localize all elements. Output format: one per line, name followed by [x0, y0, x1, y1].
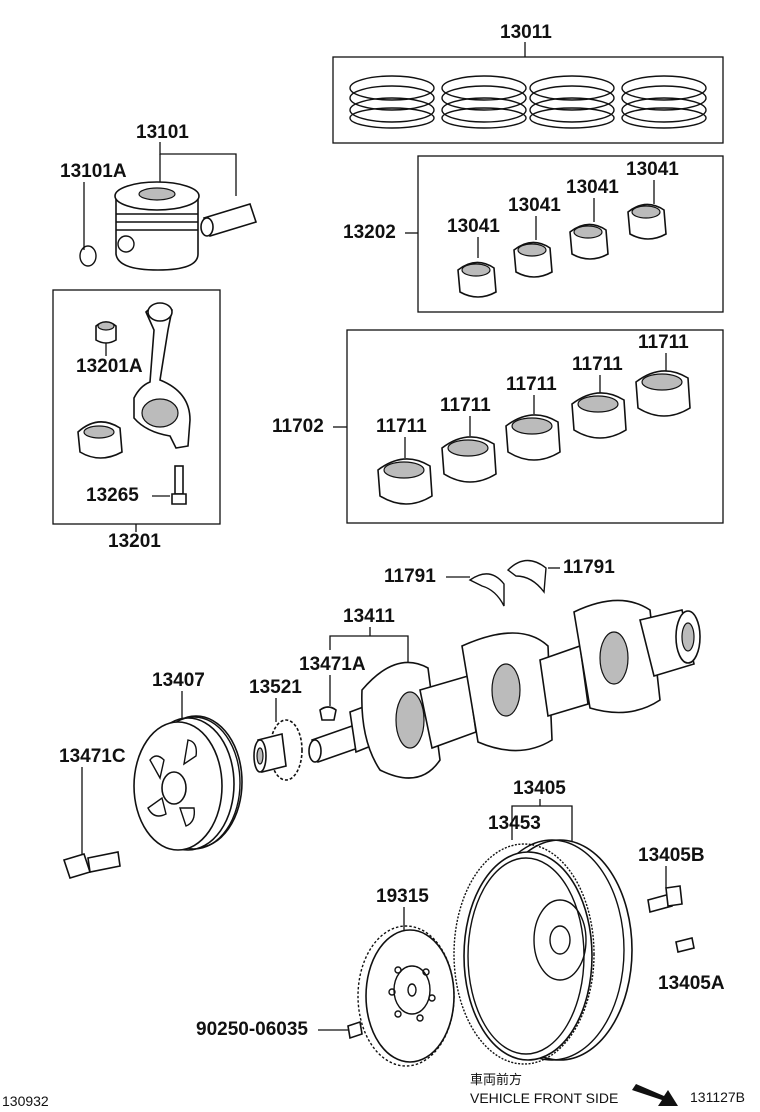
pulley-bolt — [62, 851, 121, 879]
connecting-rod-group: 13201A 13265 13201 — [52, 289, 221, 552]
label-11711-2: 11711 — [440, 395, 491, 416]
label-11711-1: 11711 — [376, 416, 427, 437]
front-label-en: VEHICLE FRONT SIDE — [470, 1090, 618, 1106]
piston-ring-1 — [349, 75, 435, 129]
label-11702: 11702 — [272, 416, 324, 437]
crank-pulley-group: 13407 13471C — [59, 670, 243, 879]
label-13201: 13201 — [108, 531, 161, 552]
crankshaft-group: 13411 13471A — [299, 599, 701, 779]
piston-pin — [200, 203, 258, 237]
flywheel-group: 13405 13453 13405B 13405A — [453, 778, 725, 1065]
piston-ring-box — [332, 56, 724, 144]
snap-ring — [79, 245, 97, 267]
label-11711-4: 11711 — [572, 354, 623, 375]
label-13405B: 13405B — [638, 845, 705, 866]
conrod-bearing-4 — [627, 203, 667, 240]
crank-key — [319, 706, 337, 721]
label-13201A: 13201A — [76, 356, 143, 377]
main-bearing-5 — [635, 370, 691, 417]
label-13521: 13521 — [249, 677, 302, 698]
label-13041-4: 13041 — [626, 159, 679, 180]
piston-ring-2 — [441, 75, 527, 129]
crank-sprocket — [253, 719, 303, 781]
flywheel-pin — [675, 937, 695, 953]
small-end-bushing — [95, 321, 117, 344]
piston-ring-3 — [529, 75, 615, 129]
front-arrow-icon — [632, 1084, 678, 1106]
label-13407: 13407 — [152, 670, 205, 691]
conrod-bearing-1 — [457, 261, 497, 298]
conrod-bolt — [171, 465, 187, 505]
main-bearing-3 — [505, 414, 561, 461]
drive-plate-group: 19315 90250-06035 — [196, 886, 455, 1067]
conrod-bearing-shell — [77, 421, 123, 459]
main-bearing-4 — [571, 392, 627, 439]
label-13471A: 13471A — [299, 654, 366, 675]
conrod-bearing-2 — [513, 241, 553, 278]
crankshaft — [308, 599, 701, 779]
label-13405A: 13405A — [658, 973, 725, 994]
piston-ring-4 — [621, 75, 707, 129]
label-13011: 13011 — [500, 22, 552, 43]
label-13471C: 13471C — [59, 746, 126, 767]
figure-code-left: 130932 — [2, 1093, 49, 1109]
main-bearing-2 — [441, 436, 497, 483]
label-19315: 19315 — [376, 886, 429, 907]
label-11711-3: 11711 — [506, 374, 557, 395]
label-13411: 13411 — [343, 606, 395, 627]
thrust-washer-group: 11791 11791 — [384, 557, 615, 607]
main-bearing-box — [346, 329, 724, 524]
label-13265: 13265 — [86, 485, 139, 506]
piston-ring-set-group: 13011 — [332, 22, 724, 144]
main-bearing-1 — [377, 458, 433, 505]
piston — [114, 181, 200, 271]
conrod-bearing-set-group: 13202 13041 13041 13041 13041 — [343, 155, 724, 313]
thrust-washer-right — [506, 559, 547, 594]
front-label-jp: 車両前方 — [470, 1072, 522, 1088]
label-13041-1: 13041 — [447, 216, 500, 237]
main-bearing-set-group: 11702 11711 11711 11711 11711 11711 — [272, 329, 724, 524]
label-11791-left: 11791 — [384, 566, 436, 587]
label-13101A: 13101A — [60, 161, 127, 182]
label-13041-3: 13041 — [566, 177, 619, 198]
conrod-bearing-box — [417, 155, 724, 313]
plate-pin — [347, 1020, 363, 1040]
label-13101: 13101 — [136, 122, 189, 143]
drive-plate — [357, 925, 455, 1067]
label-13041-2: 13041 — [508, 195, 561, 216]
flywheel — [453, 839, 633, 1065]
crank-sprocket-group: 13521 — [249, 677, 303, 781]
figure-code-right: 131127B — [690, 1089, 745, 1105]
piston-group: 13101 13101A — [60, 122, 258, 271]
flywheel-bolt — [647, 885, 683, 914]
crank-pulley — [133, 715, 243, 851]
conrod-bearing-3 — [569, 223, 609, 260]
footer: 130932 車両前方 VEHICLE FRONT SIDE 131127B — [2, 1072, 745, 1109]
label-11791-right: 11791 — [563, 557, 615, 578]
label-11711-5: 11711 — [638, 332, 689, 353]
thrust-washer-left — [468, 573, 505, 607]
label-13202: 13202 — [343, 222, 396, 243]
connecting-rod — [133, 302, 191, 449]
label-90250-06035: 90250-06035 — [196, 1019, 308, 1040]
label-13453: 13453 — [488, 813, 541, 834]
label-13405: 13405 — [513, 778, 566, 799]
